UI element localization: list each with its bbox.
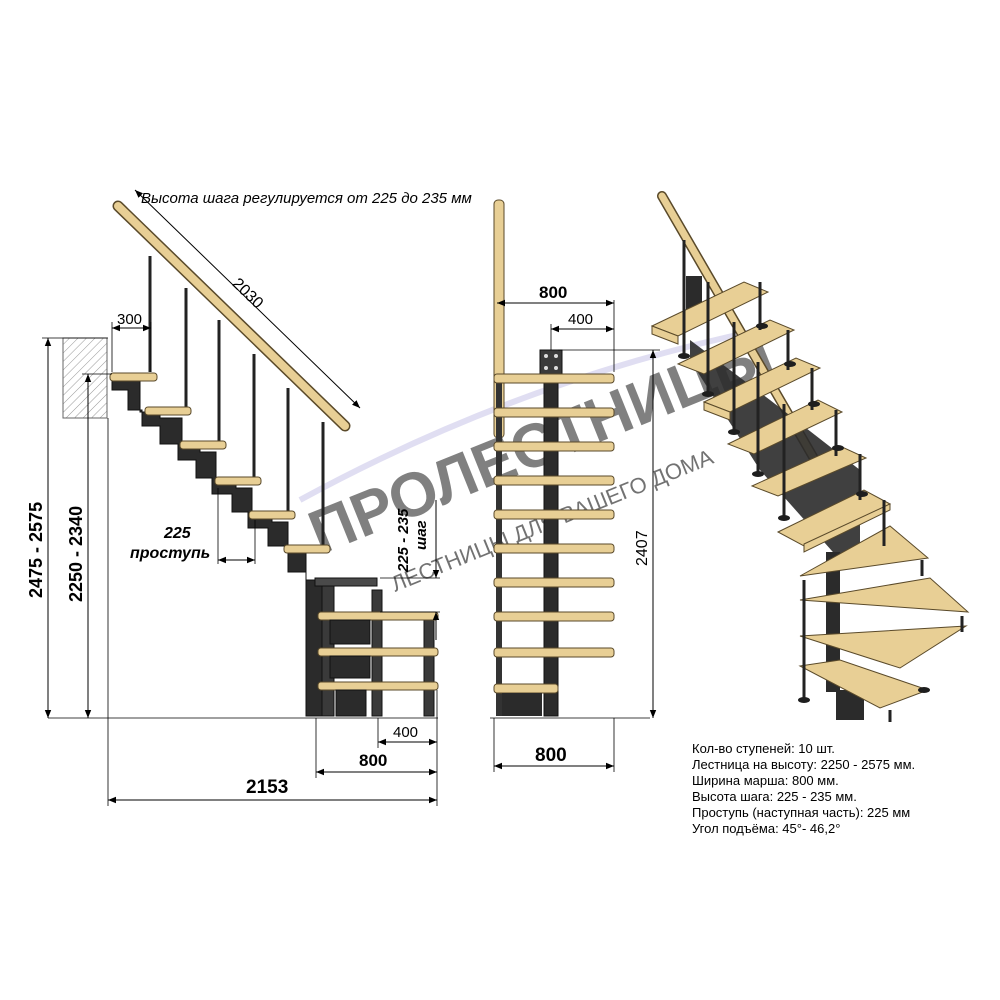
spec-step-count: Кол-во ступеней: 10 шт.	[692, 741, 835, 756]
dim-lower-offset: 400	[393, 724, 418, 741]
dim-tread-word: проступь	[130, 545, 210, 562]
iso-balusters	[682, 240, 964, 722]
spec-list: Кол-во ступеней: 10 шт. Лестница на высо…	[692, 741, 992, 837]
front-column-plate	[539, 349, 563, 377]
dim-height-inner: 2250 - 2340	[66, 506, 86, 602]
front-dim-height: 2407	[634, 530, 651, 566]
dim-height-outer: 2475 - 2575	[26, 502, 46, 598]
side-handrail	[112, 200, 351, 432]
front-dim-width-bottom: 800	[535, 745, 567, 766]
spec-step-height: Высота шага: 225 - 235 мм.	[692, 789, 857, 804]
side-stringer	[111, 379, 323, 717]
dim-total-length: 2153	[246, 777, 288, 798]
floor-slab	[62, 337, 108, 419]
iso-caps	[678, 323, 930, 703]
dim-step-value: 225 - 235	[395, 508, 412, 573]
front-treads	[493, 373, 615, 694]
iso-view	[650, 191, 970, 722]
dim-lower-width: 800	[359, 751, 387, 770]
front-view: 800 400 2407 800	[490, 199, 660, 772]
step-adjust-note: Высота шага регулируется от 225 до 235 м…	[141, 190, 472, 207]
front-dim-width-top: 800	[539, 283, 567, 302]
dim-tread-value: 225	[163, 525, 192, 542]
front-dim-offset-top: 400	[568, 311, 593, 328]
spec-angle: Угол подъёма: 45°- 46,2°	[692, 821, 841, 836]
spec-height: Лестница на высоту: 2250 - 2575 мм.	[692, 757, 916, 772]
dim-top-offset: 300	[117, 311, 142, 328]
dim-handrail-length: 2030	[229, 275, 266, 312]
side-lower-section	[314, 577, 439, 717]
spec-width: Ширина марша: 800 мм.	[692, 773, 839, 788]
spec-tread-depth: Проступь (наступная часть): 225 мм	[692, 805, 911, 820]
dim-step-word: шаг	[413, 520, 430, 550]
